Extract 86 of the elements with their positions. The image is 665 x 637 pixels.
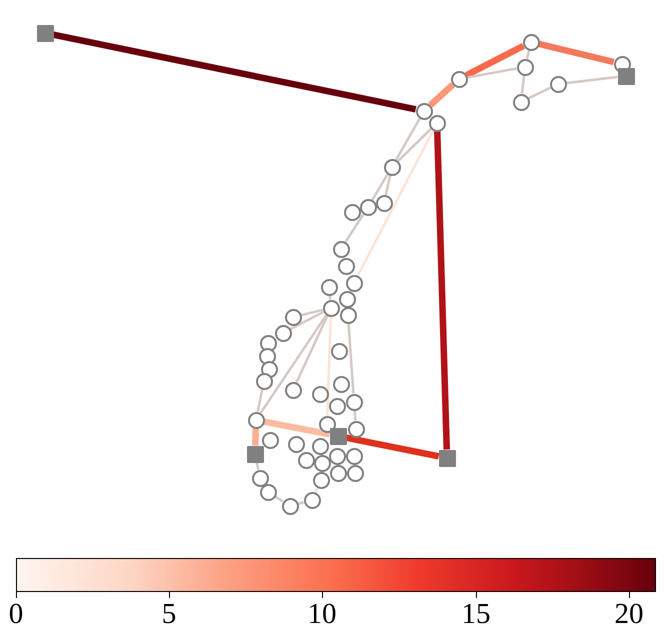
- circle-node: [282, 498, 298, 514]
- square-node: [330, 428, 346, 444]
- circle-node: [522, 34, 540, 50]
- circle-node: [346, 448, 362, 464]
- circle-node: [248, 412, 264, 428]
- network-edge: [465, 43, 525, 78]
- circle-node: [346, 464, 364, 482]
- circle-node: [262, 432, 278, 448]
- circle-node: [284, 308, 302, 326]
- network-edge: [256, 389, 264, 412]
- square-node: [438, 450, 456, 466]
- circle-node: [322, 300, 340, 316]
- network-edge: [353, 410, 357, 421]
- network-edge: [295, 315, 329, 383]
- circle-node: [516, 58, 534, 76]
- circle-node: [284, 382, 302, 398]
- circle-node: [338, 290, 356, 308]
- circle-node: [312, 386, 328, 402]
- circle-node: [274, 324, 292, 342]
- network-edge: [467, 67, 517, 79]
- network-edge: [528, 86, 551, 100]
- circle-node: [330, 464, 346, 482]
- network-edge: [428, 82, 455, 108]
- circle-node: [260, 484, 276, 500]
- network-edge: [326, 316, 332, 416]
- network-edge: [520, 75, 526, 94]
- network-edge: [252, 428, 259, 446]
- circle-node: [320, 278, 338, 296]
- network-edge: [298, 501, 304, 505]
- tick-label: 20: [614, 597, 644, 631]
- circle-node: [360, 198, 376, 216]
- network-edge: [274, 496, 284, 502]
- network-edge: [384, 175, 392, 195]
- circle-node: [376, 194, 392, 212]
- circle-node: [252, 470, 268, 486]
- tick-label: 5: [162, 597, 176, 631]
- network-edge: [434, 131, 450, 450]
- network-edge: [344, 213, 364, 243]
- network-edge: [397, 128, 432, 162]
- circle-node: [450, 70, 468, 88]
- circle-node: [314, 454, 330, 472]
- tick-label: 0: [8, 597, 24, 631]
- circle-node: [512, 94, 530, 110]
- circle-node: [344, 204, 360, 220]
- square-node: [246, 446, 264, 462]
- circle-node: [384, 158, 400, 176]
- circle-node: [348, 420, 364, 438]
- circle-node: [288, 436, 304, 452]
- circle-node: [312, 472, 330, 488]
- network-edge: [356, 130, 434, 276]
- network-edge: [256, 462, 260, 470]
- circle-node: [328, 398, 346, 414]
- circle-node: [318, 416, 336, 432]
- circle-node: [256, 372, 272, 390]
- network-edge: [566, 76, 618, 84]
- circle-node: [550, 76, 566, 92]
- circle-node: [330, 342, 348, 360]
- network-edge: [300, 308, 324, 316]
- network-edge: [346, 434, 440, 460]
- network-edge: [395, 118, 421, 160]
- circle-node: [298, 452, 314, 468]
- circle-node: [338, 258, 354, 274]
- network-edge: [290, 310, 324, 330]
- square-node: [36, 24, 54, 42]
- network-edge: [314, 487, 319, 493]
- circle-node: [346, 274, 362, 292]
- circle-node: [340, 306, 356, 324]
- tick-label: 10: [308, 597, 336, 631]
- circle-node: [346, 394, 362, 410]
- circle-node: [428, 114, 446, 132]
- circle-node: [332, 240, 350, 258]
- circle-node: [416, 102, 432, 120]
- network-edge: [526, 50, 530, 60]
- square-node: [618, 68, 634, 84]
- circle-node: [312, 438, 328, 454]
- circle-node: [328, 448, 346, 464]
- circle-node: [260, 334, 276, 352]
- network-edge: [347, 323, 355, 394]
- network-edge: [371, 174, 389, 200]
- network-edge: [264, 418, 330, 438]
- network-edge: [538, 40, 615, 66]
- network-edge: [260, 314, 328, 414]
- circle-node: [332, 376, 350, 392]
- tick-label: 15: [462, 597, 490, 631]
- network-edge: [52, 32, 416, 112]
- circle-node: [304, 492, 320, 508]
